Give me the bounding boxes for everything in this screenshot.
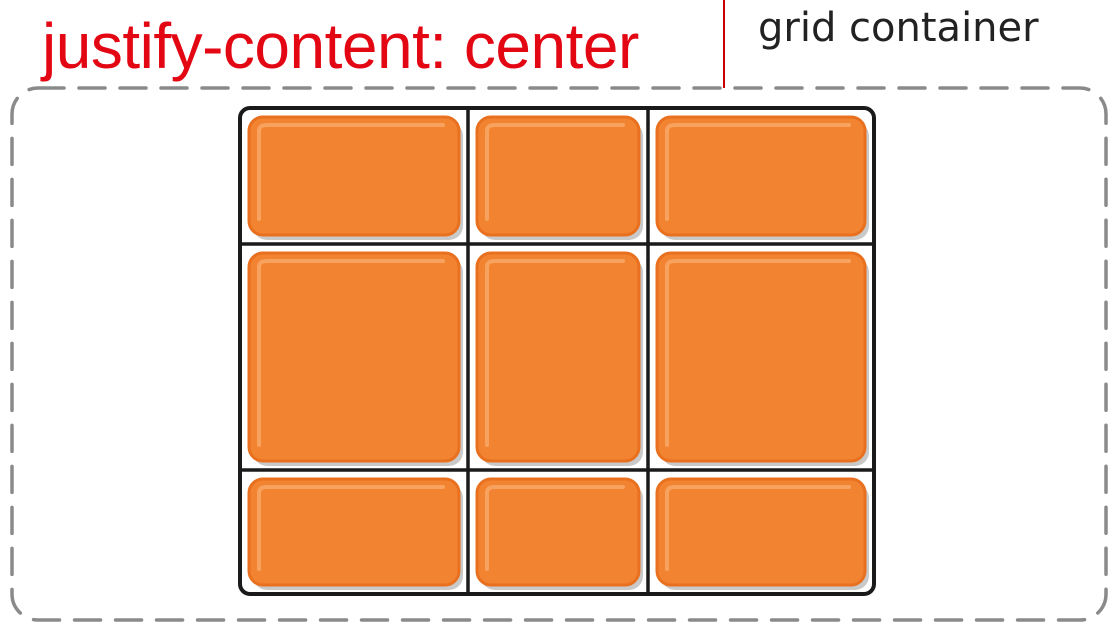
grid-container-border	[10, 86, 1108, 622]
caption: justify-content: center	[42, 10, 639, 82]
grid-item-2	[475, 115, 643, 240]
grid	[238, 106, 876, 596]
grid-item-8	[475, 477, 643, 590]
grid-item-9	[655, 477, 869, 590]
grid-outline	[238, 106, 876, 596]
grid-container-label: grid container	[758, 5, 1039, 51]
grid-item-4	[247, 251, 463, 466]
grid-item-7	[247, 477, 463, 590]
caption-marker-line	[723, 0, 725, 88]
grid-item-6	[655, 251, 869, 466]
grid-item-3	[655, 115, 869, 240]
grid-item-1	[247, 115, 463, 240]
grid-item-5	[475, 251, 643, 466]
